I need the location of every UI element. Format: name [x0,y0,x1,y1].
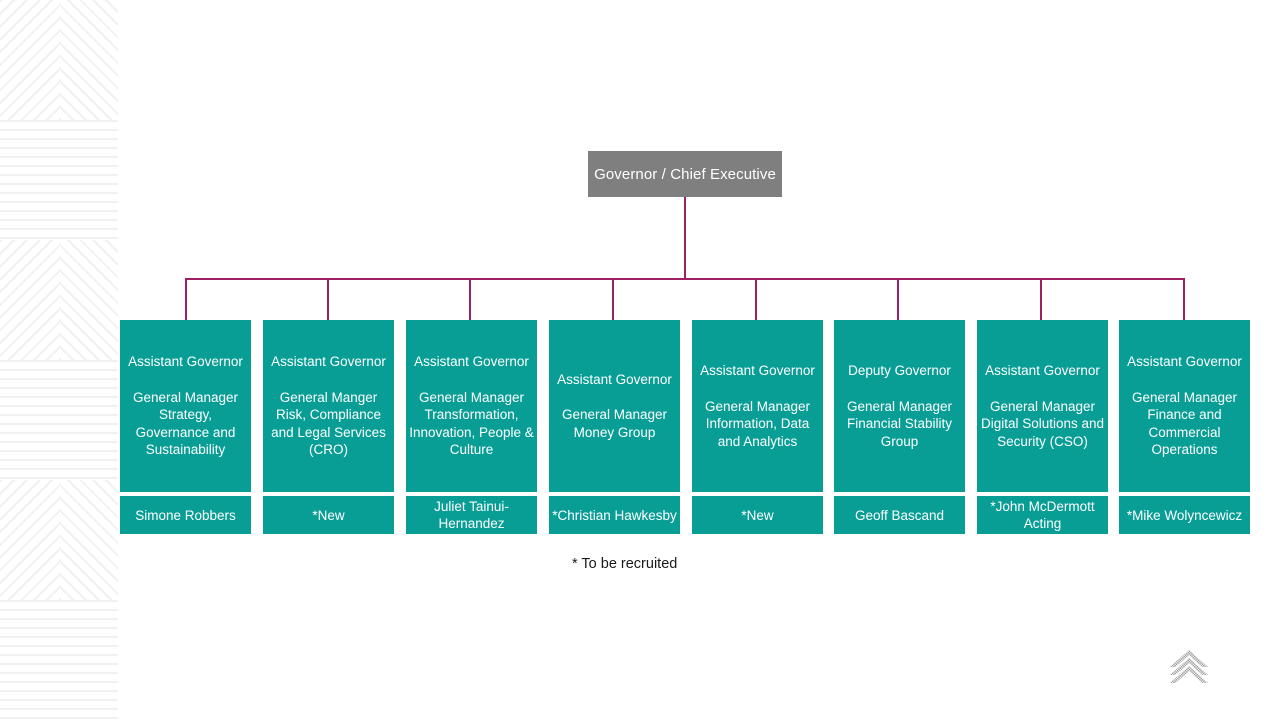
role-subtitle-7: General Manager Digital Solutions and Se… [980,398,1105,449]
role-box-2[interactable]: Assistant Governor General Manger Risk, … [263,320,394,492]
role-title-2: Assistant Governor [271,354,386,370]
org-column-2: Assistant Governor General Manger Risk, … [263,320,394,534]
org-column-5: Assistant Governor General Manager Infor… [692,320,823,534]
role-title-8: Assistant Governor [1127,354,1242,370]
org-column-4: Assistant Governor General Manager Money… [549,320,680,534]
role-subtitle-2: General Manger Risk, Compliance and Lega… [271,389,386,458]
connector-drop-5 [755,278,757,320]
role-title-5: Assistant Governor [700,363,815,378]
org-column-8: Assistant Governor General Manager Finan… [1119,320,1250,534]
deco-half-right [59,480,118,600]
deco-band-chevron-3 [0,480,118,600]
name-box-1[interactable]: Simone Robbers [120,496,251,534]
role-title-1: Assistant Governor [128,354,243,370]
root-node-governor-chief-executive[interactable]: Governor / Chief Executive [588,151,782,197]
name-box-7[interactable]: *John McDermott Acting [977,496,1108,534]
role-title-6: Deputy Governor [848,363,951,378]
deco-band-chevron-1 [0,0,118,120]
name-box-8[interactable]: *Mike Wolyncewicz [1119,496,1250,534]
role-subtitle-4: General Manager Money Group [561,407,668,440]
rbnz-chevron-logo-icon [1168,648,1210,690]
name-box-6[interactable]: Geoff Bascand [834,496,965,534]
deco-band-lines-1 [0,120,118,240]
connector-drop-6 [897,278,899,320]
role-subtitle-8: General Manager Finance and Commercial O… [1131,389,1238,458]
connector-drop-7 [1040,278,1042,320]
connector-drop-4 [612,278,614,320]
deco-half-left [0,0,59,120]
deco-band-chevron-2 [0,240,118,360]
role-subtitle-5: General Manager Information, Data and An… [704,398,811,449]
role-box-8[interactable]: Assistant Governor General Manager Finan… [1119,320,1250,492]
role-subtitle-1: General Manager Strategy, Governance and… [132,389,239,458]
org-column-1: Assistant Governor General Manager Strat… [120,320,251,534]
name-box-4[interactable]: *Christian Hawkesby [549,496,680,534]
role-box-4[interactable]: Assistant Governor General Manager Money… [549,320,680,492]
org-column-3: Assistant Governor General Manager Trans… [406,320,537,534]
footnote-to-be-recruited: * To be recruited [572,556,678,572]
connector-drop-3 [469,278,471,320]
role-title-7: Assistant Governor [985,363,1100,378]
connector-horizontal-bus [185,278,1185,280]
role-box-5[interactable]: Assistant Governor General Manager Infor… [692,320,823,492]
role-title-3: Assistant Governor [414,354,529,370]
connector-drop-1 [185,278,187,320]
decorative-side-pattern [0,0,118,720]
connector-drop-8 [1183,278,1185,320]
name-box-3[interactable]: Juliet Tainui-Hernandez [406,496,537,534]
org-column-6: Deputy Governor General Manager Financia… [834,320,965,534]
role-box-7[interactable]: Assistant Governor General Manager Digit… [977,320,1108,492]
deco-half-left [0,480,59,600]
name-box-2[interactable]: *New [263,496,394,534]
role-box-3[interactable]: Assistant Governor General Manager Trans… [406,320,537,492]
deco-half-left [0,240,59,360]
role-subtitle-6: General Manager Financial Stability Grou… [846,398,953,449]
org-column-7: Assistant Governor General Manager Digit… [977,320,1108,534]
deco-band-lines-3 [0,600,118,720]
connector-drop-2 [327,278,329,320]
connector-root-stem [684,197,686,279]
role-box-6[interactable]: Deputy Governor General Manager Financia… [834,320,965,492]
deco-band-lines-2 [0,360,118,480]
deco-half-right [59,0,118,120]
role-title-4: Assistant Governor [557,371,672,387]
name-box-5[interactable]: *New [692,496,823,534]
role-subtitle-3: General Manager Transformation, Innovati… [409,389,534,458]
deco-half-right [59,240,118,360]
role-box-1[interactable]: Assistant Governor General Manager Strat… [120,320,251,492]
